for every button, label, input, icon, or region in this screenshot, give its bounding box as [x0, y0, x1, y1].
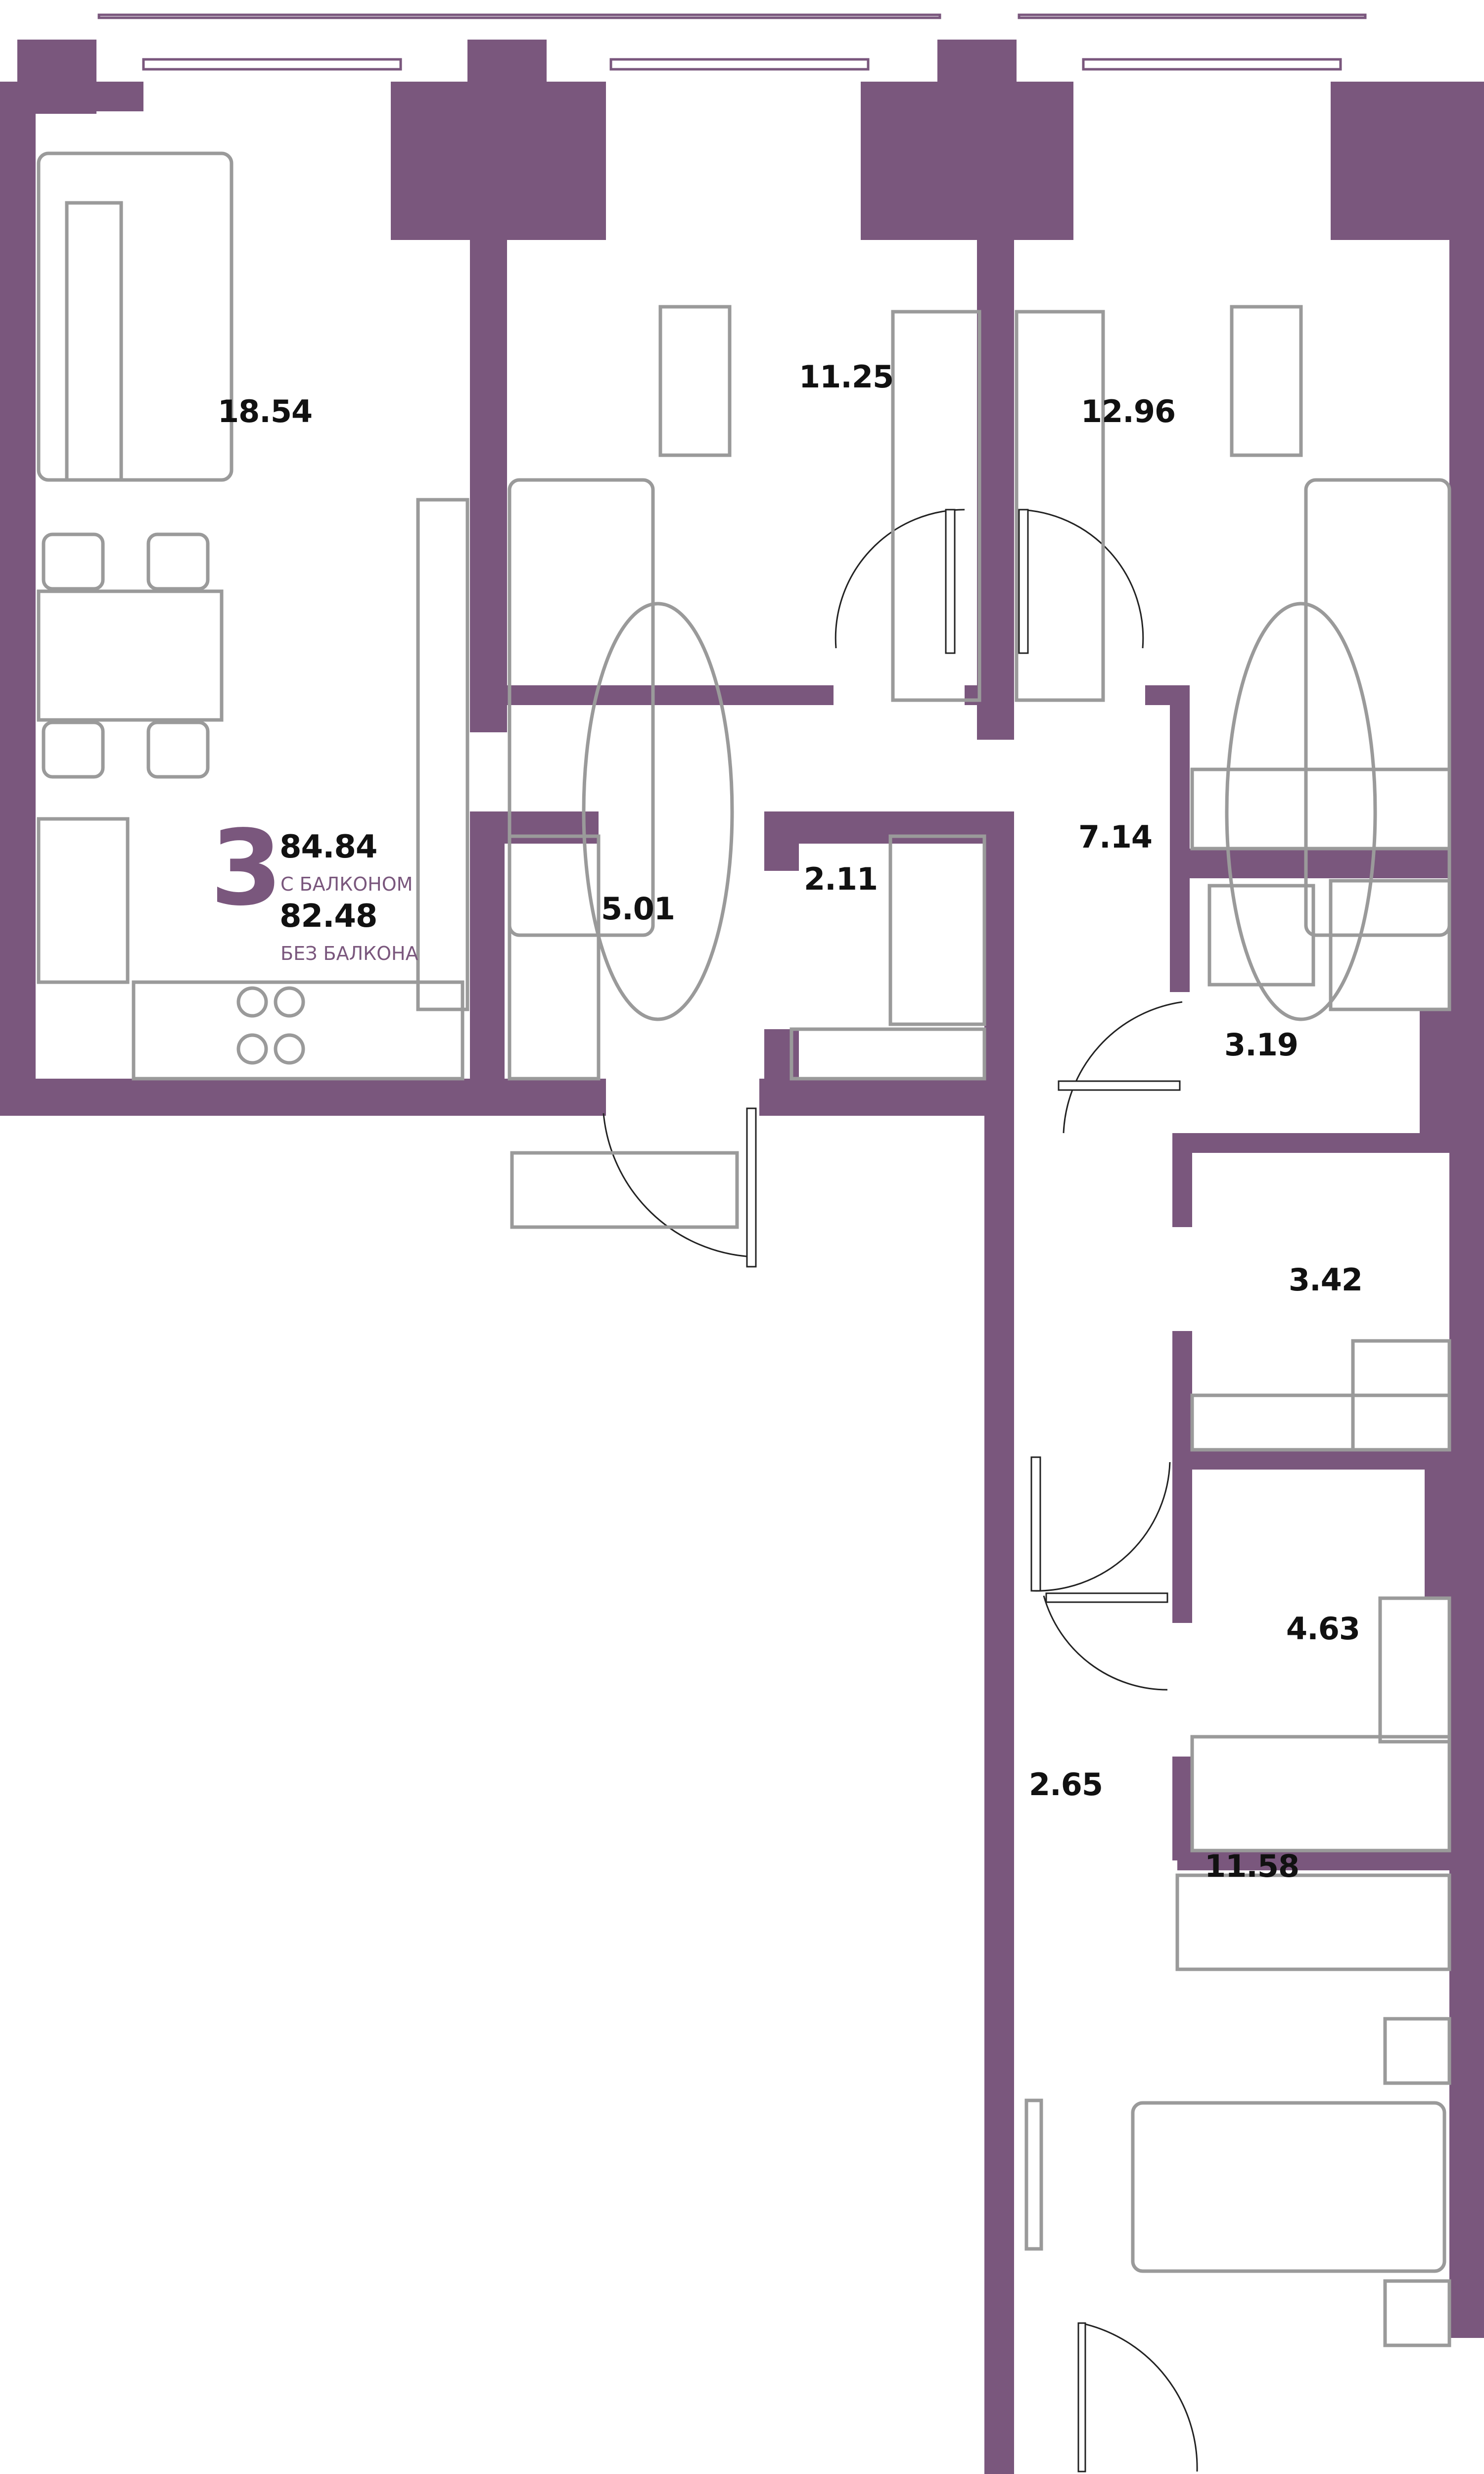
rooms-count: 3 [210, 808, 283, 929]
room-area-bathroom-shower: 3.19 [1224, 1027, 1298, 1063]
room-area-living-kitchen: 18.54 [218, 393, 313, 429]
room-area-storage: 3.42 [1289, 1262, 1363, 1298]
room-area-bedroom-1: 11.25 [799, 359, 894, 395]
room-area-closet-1: 5.01 [601, 891, 675, 927]
room-area-hallway: 7.14 [1078, 819, 1153, 855]
room-area-bathroom-tub: 4.63 [1286, 1611, 1360, 1647]
with-balcony-label: С БАЛКОНОМ [280, 873, 413, 895]
room-area-closet-2: 2.11 [804, 861, 878, 897]
total-without-balcony: 82.48 [279, 898, 377, 935]
total-with-balcony: 84.84 [279, 829, 377, 865]
room-area-bedroom-3: 11.58 [1205, 1848, 1299, 1884]
without-balcony-label: БЕЗ БАЛКОНА [280, 943, 418, 964]
furniture [37, 151, 1451, 2347]
doors [603, 509, 1198, 2473]
windows-top [97, 13, 1367, 71]
walls [0, 40, 1484, 2474]
room-area-bedroom-2: 12.96 [1081, 393, 1176, 429]
room-area-corridor: 2.65 [1029, 1766, 1103, 1803]
